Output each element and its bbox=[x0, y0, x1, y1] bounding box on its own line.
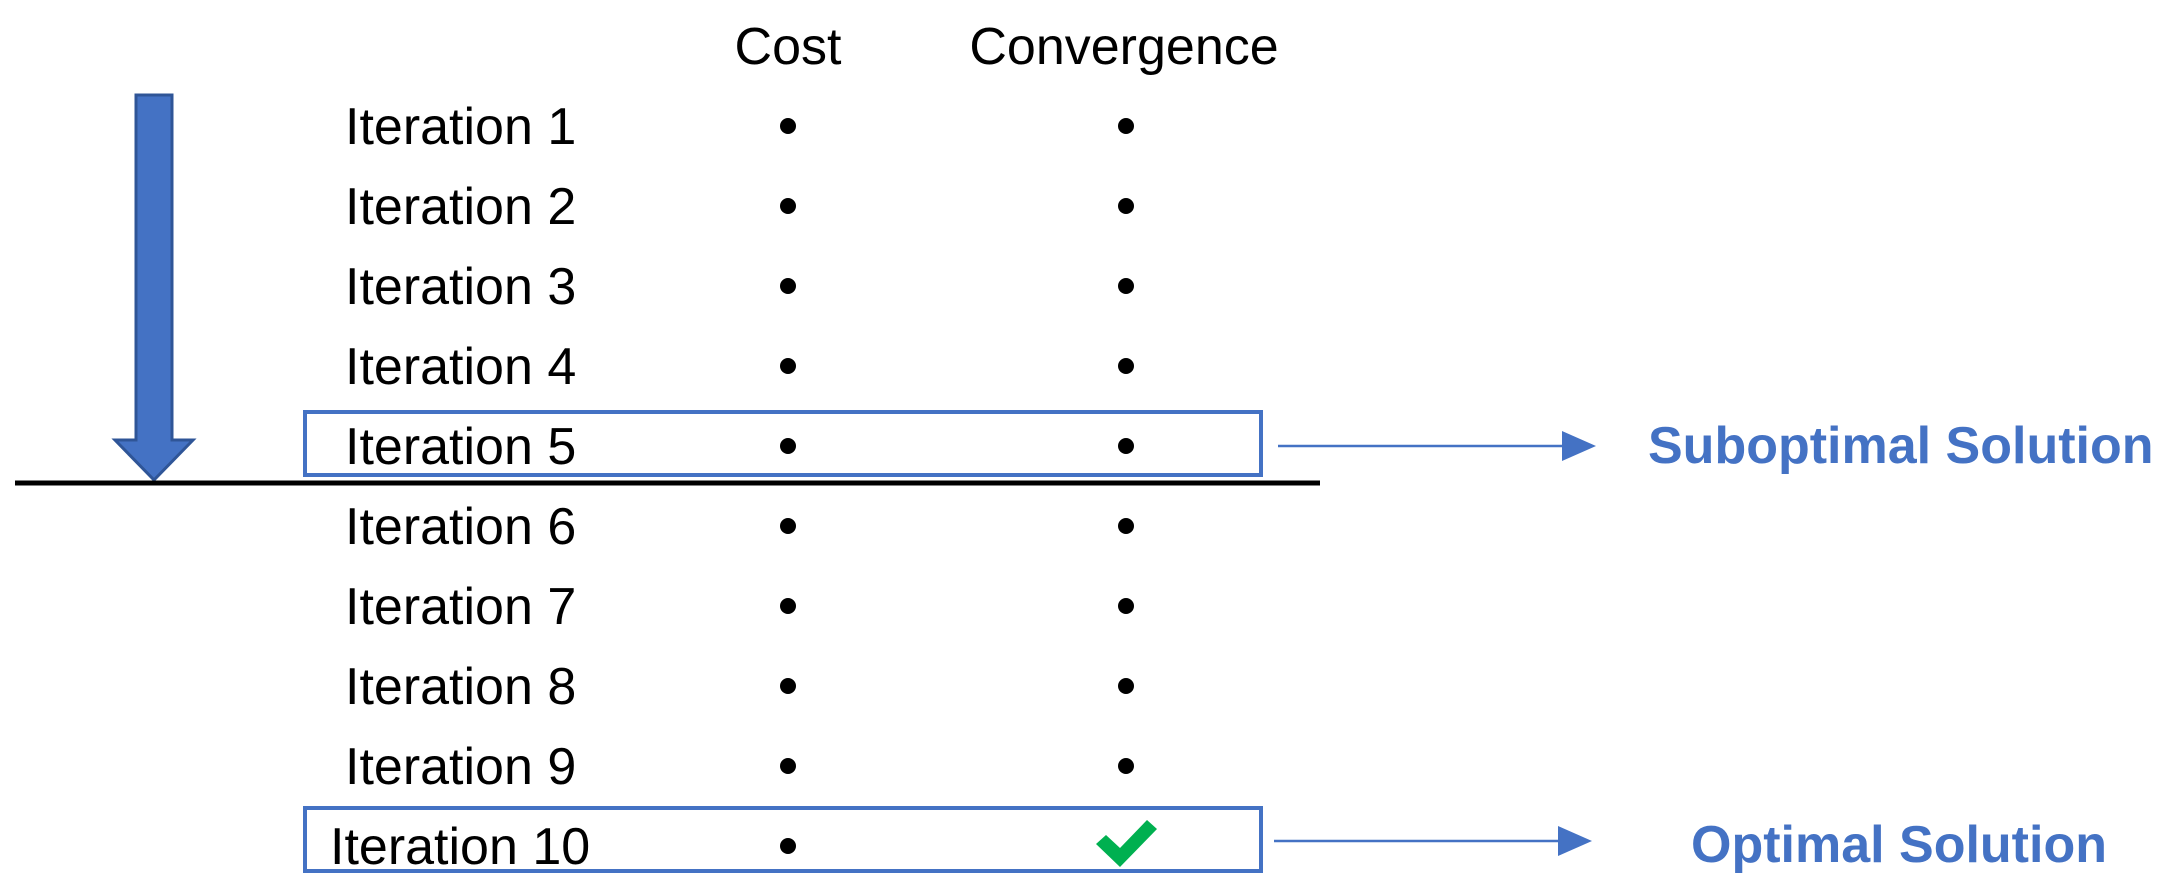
convergence-header: Convergence bbox=[969, 18, 1278, 76]
iteration-rows: Iteration 1 Iteration 2 Iteration 3 Iterati… bbox=[330, 98, 1157, 876]
down-arrow-icon bbox=[111, 93, 197, 483]
cost-bullet bbox=[780, 198, 796, 214]
convergence-bullet bbox=[1118, 598, 1134, 614]
checkmark-icon bbox=[1096, 820, 1157, 867]
convergence-bullet bbox=[1118, 438, 1134, 454]
suboptimal-highlight-box bbox=[303, 410, 1263, 477]
iteration-label: Iteration 3 bbox=[345, 258, 576, 316]
iteration-label: Iteration 4 bbox=[345, 338, 576, 396]
iteration-label: Iteration 1 bbox=[345, 98, 576, 156]
cost-header: Cost bbox=[735, 18, 842, 76]
convergence-bullet bbox=[1118, 118, 1134, 134]
convergence-bullet bbox=[1118, 678, 1134, 694]
optimal-solution-label: Optimal Solution bbox=[1691, 816, 2107, 874]
cost-bullet bbox=[780, 598, 796, 614]
cost-bullet bbox=[780, 518, 796, 534]
cost-bullet bbox=[780, 678, 796, 694]
iteration-label: Iteration 7 bbox=[345, 578, 576, 636]
iteration-label: Iteration 8 bbox=[345, 658, 576, 716]
cost-bullet bbox=[780, 438, 796, 454]
iteration-label: Iteration 2 bbox=[345, 178, 576, 236]
suboptimal-callout-arrow bbox=[1278, 431, 1596, 461]
iteration-label: Iteration 5 bbox=[345, 418, 576, 476]
iteration-label: Iteration 9 bbox=[345, 738, 576, 796]
cost-bullet bbox=[780, 278, 796, 294]
convergence-bullet bbox=[1118, 358, 1134, 374]
iteration-label: Iteration 6 bbox=[345, 498, 576, 556]
optimal-highlight-box bbox=[303, 806, 1263, 873]
suboptimal-solution-label: Suboptimal Solution bbox=[1648, 417, 2154, 475]
cost-bullet bbox=[780, 358, 796, 374]
convergence-bullet bbox=[1118, 758, 1134, 774]
iteration-label: Iteration 10 bbox=[330, 818, 590, 876]
convergence-bullet bbox=[1118, 198, 1134, 214]
cost-bullet bbox=[780, 838, 796, 854]
cost-bullet bbox=[780, 758, 796, 774]
convergence-bullet bbox=[1118, 278, 1134, 294]
cost-bullet bbox=[780, 118, 796, 134]
convergence-bullet bbox=[1118, 518, 1134, 534]
optimal-callout-arrow bbox=[1274, 826, 1592, 856]
